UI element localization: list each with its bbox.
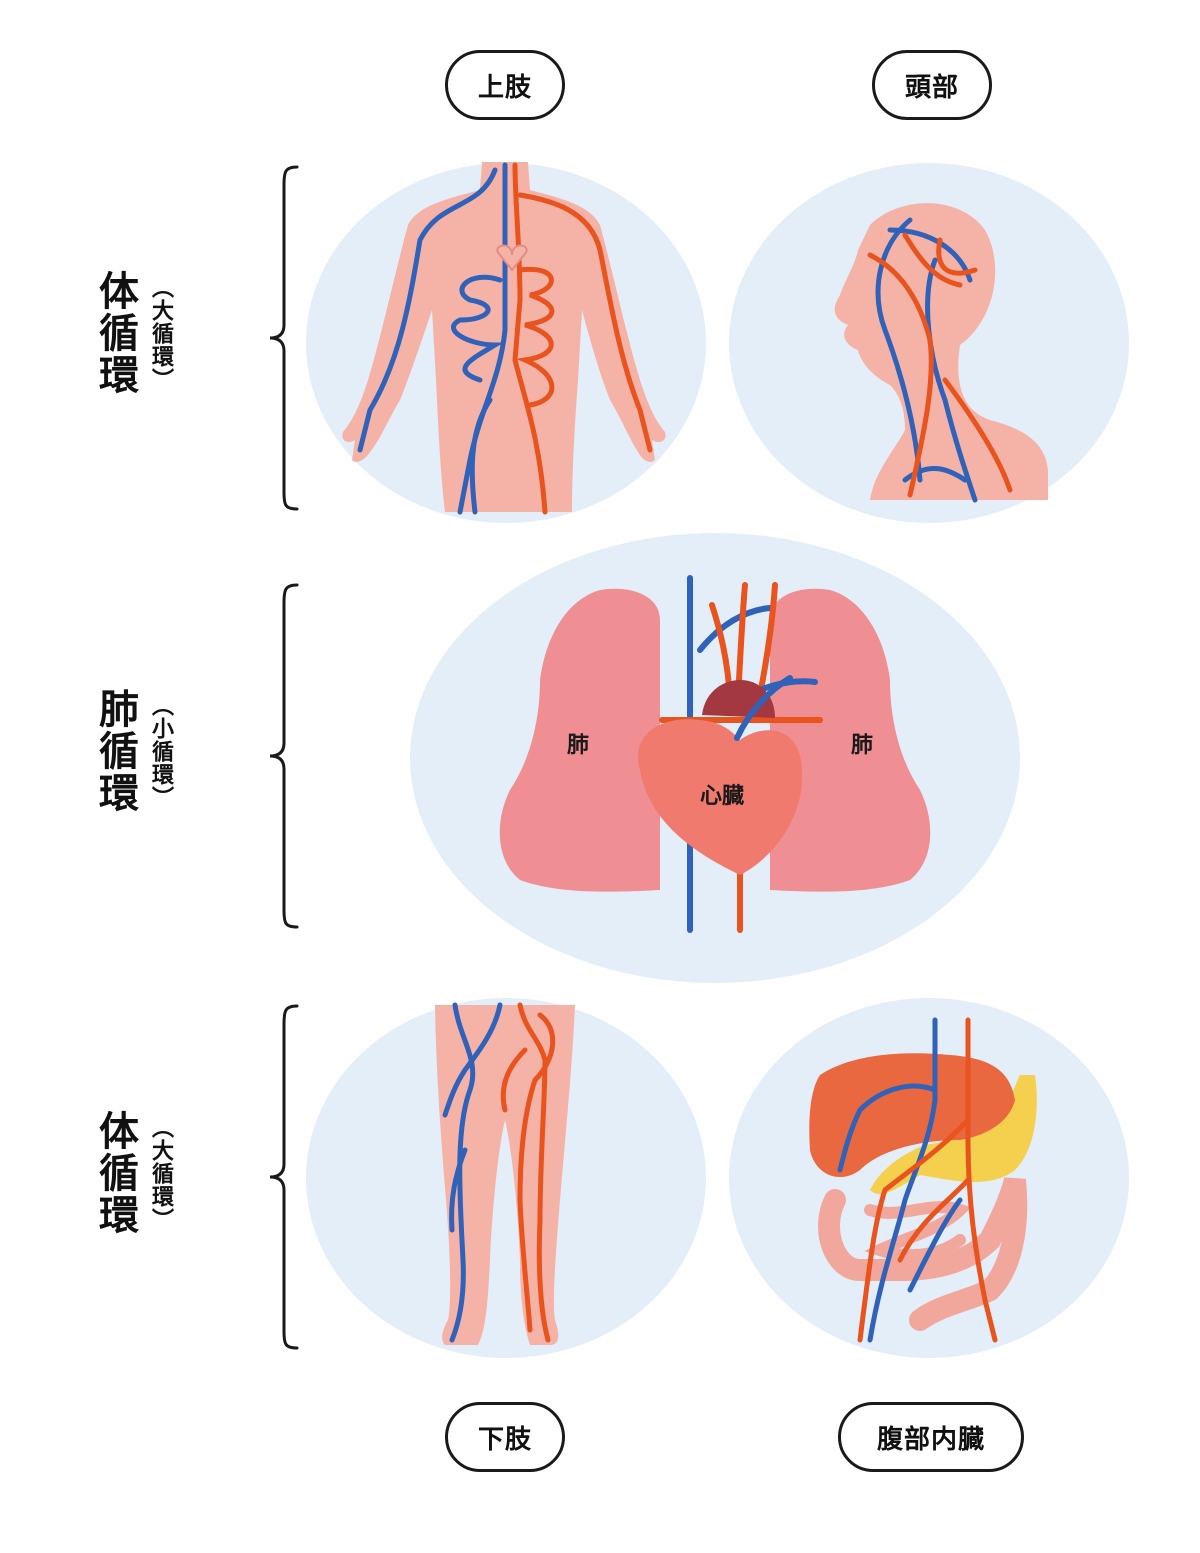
pulmonary-circulation-subtitle: （小循環）: [148, 694, 173, 809]
abdomen-arteries: [857, 1017, 998, 1343]
heart-label: 心臓: [700, 784, 744, 809]
stomach-shape: [870, 1075, 1037, 1195]
heart-vessel-overlay: [734, 675, 793, 741]
liver-shape: [809, 1053, 1015, 1178]
pulmonary-circulation-title: 肺循環: [92, 688, 138, 814]
upper-body-illustration: [342, 162, 666, 515]
leg-arteries: [500, 1002, 556, 1343]
heart-small: [496, 244, 528, 272]
lower-limb-illustration: [435, 1002, 575, 1345]
brace-top: [269, 165, 299, 511]
upper-limb-label: 上肢: [445, 50, 565, 120]
lungs-heart-illustration: [499, 575, 931, 933]
intestine-small: [864, 1201, 972, 1262]
head-label: 頭部: [872, 50, 992, 120]
head-illustration: [834, 203, 1048, 503]
lung-left-label: 肺: [567, 733, 589, 758]
lower-limb-label: 下肢: [445, 1402, 565, 1472]
intestine-large: [818, 1177, 1028, 1331]
upper-body-arteries: [512, 162, 653, 515]
systemic-circulation-title-1: 体循環: [92, 270, 138, 396]
brace-bottom: [269, 1004, 299, 1350]
heart-shape: [638, 719, 803, 875]
systemic-circulation-title-2: 体循環: [92, 1110, 138, 1236]
upper-body-veins: [357, 162, 508, 515]
braces: [269, 165, 299, 1350]
leg-veins: [442, 1002, 503, 1343]
head-arteries: [867, 232, 1013, 498]
lung-left-shape: [499, 588, 660, 892]
systemic-circulation-subtitle-1: （大循環）: [148, 276, 173, 391]
abdomen-illustration: [809, 1017, 1037, 1343]
abdominal-organs-label: 腹部内臓: [838, 1402, 1024, 1472]
systemic-circulation-subtitle-2: （大循環）: [148, 1116, 173, 1231]
head-silhouette: [834, 203, 1048, 500]
lung-right-label: 肺: [851, 733, 873, 758]
circle-lower-limb: [306, 998, 706, 1358]
lung-right-shape: [770, 588, 931, 892]
abdomen-veins: [837, 1017, 963, 1343]
brace-middle: [269, 583, 299, 929]
